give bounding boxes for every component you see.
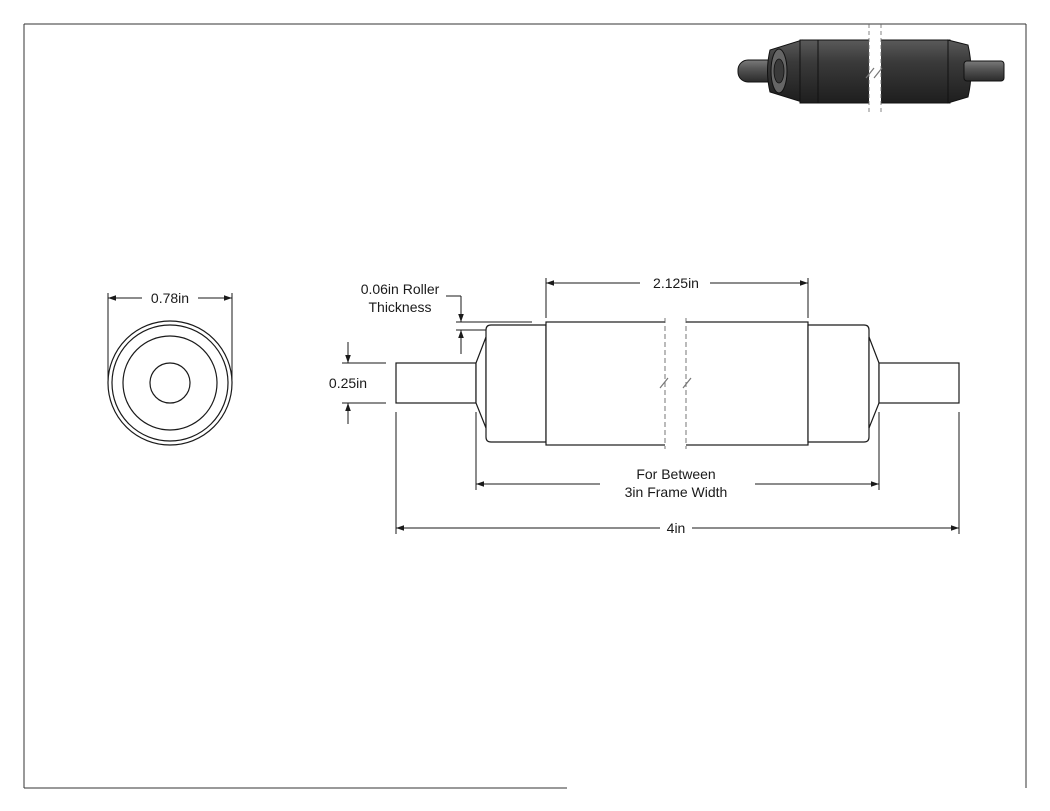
left-end-chamfer [475,336,487,429]
frame-width-label-line2: 3in Frame Width [625,484,728,500]
end-view [107,320,233,446]
right-end-chamfer [868,336,880,429]
roller-length-dimension [545,278,809,318]
end-diameter-label: 0.78in [151,290,189,306]
right-axle [878,362,960,404]
frame-width-label-line1: For Between [636,466,715,482]
drawing-border [23,23,1027,789]
frame-width-dimension [475,412,880,490]
side-view-break [659,318,692,449]
isometric-view [737,24,1005,114]
axle-diameter-dimension [342,342,386,424]
left-end-cap [485,324,547,443]
roller-thickness-dimension [446,295,532,354]
axle-diameter-label: 0.25in [329,375,367,391]
overall-length-dimension [395,412,960,534]
roller-thickness-label-line2: Thickness [368,299,431,315]
roller-thickness-label-line1: 0.06in Roller [361,281,440,297]
roller-length-label: 2.125in [653,275,699,291]
left-axle [395,362,477,404]
overall-length-label: 4in [667,520,686,536]
end-diameter-dimension [107,293,233,380]
right-end-cap [807,324,870,443]
